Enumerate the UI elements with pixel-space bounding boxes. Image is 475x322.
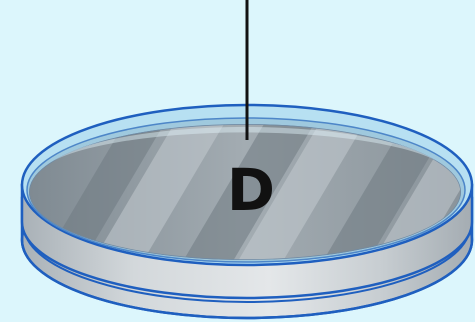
dish-label: D (227, 156, 275, 224)
